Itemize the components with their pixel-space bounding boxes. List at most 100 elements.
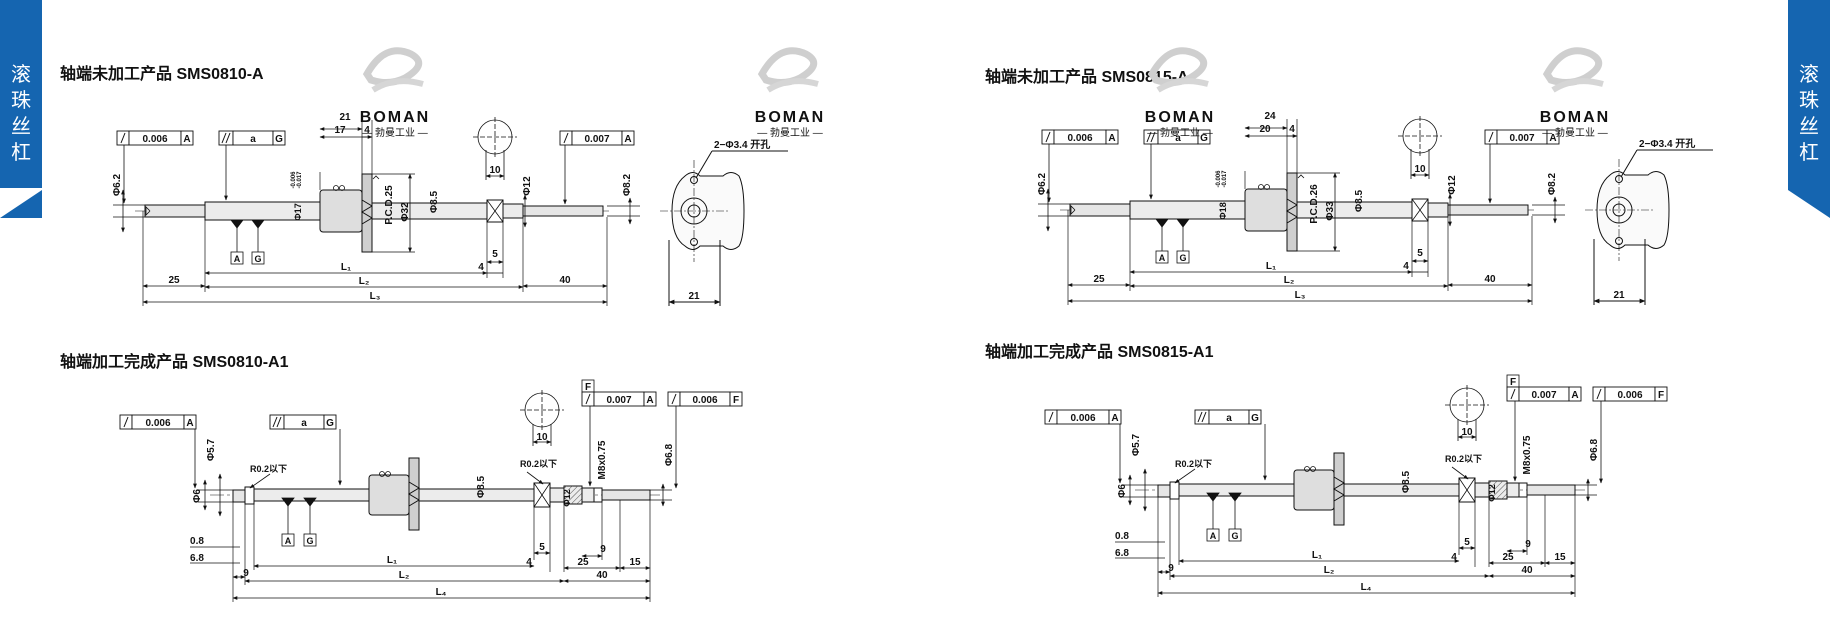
dim-label: 4 xyxy=(1403,261,1409,272)
dim-label: Φ32 xyxy=(400,202,411,222)
dim-label: 25 xyxy=(168,275,180,286)
dim-label: Φ33 xyxy=(1325,201,1336,221)
length-l2: L₂ xyxy=(399,570,410,581)
length-l2: L₂ xyxy=(359,276,370,287)
length-l1: L₁ xyxy=(1266,261,1276,272)
dim-label: Φ5.7 xyxy=(206,439,217,462)
dim-label: 4 xyxy=(1451,552,1457,563)
dim-label: Φ12 xyxy=(1487,484,1497,501)
dim-label: Φ6 xyxy=(1117,484,1128,498)
dim-label: 0.8 xyxy=(190,536,204,547)
dim-label: 9 xyxy=(243,568,249,579)
side-tab-label: 滚 珠 丝 杠 xyxy=(0,62,42,166)
heading-sms0810-a: 轴端未加工产品 SMS0810-A xyxy=(60,66,264,83)
fcf-value: 0.006 xyxy=(1070,413,1095,424)
watermark-brand: BOMAN xyxy=(1540,109,1610,126)
dim-label: R0.2以下 xyxy=(1175,459,1212,469)
datum-label: A xyxy=(1159,253,1166,263)
dim-label: 9 xyxy=(600,544,606,555)
drawing-sms0810-a1 xyxy=(120,380,742,602)
fcf-value: 0.006 xyxy=(142,134,167,145)
side-tab-char: 滚 xyxy=(11,64,31,86)
dim-label: R0.2以下 xyxy=(1445,454,1482,464)
datum-label: F xyxy=(585,382,591,393)
dim-label: Φ12 xyxy=(562,489,572,506)
dim-label: 9 xyxy=(1168,563,1174,574)
side-tab-char: 珠 xyxy=(11,90,31,112)
fcf-datum: G xyxy=(1200,133,1208,144)
heading-sms0815-a: 轴端未加工产品 SMS0815-A xyxy=(985,69,1189,86)
datum-label: G xyxy=(306,536,313,546)
fcf-datum: F xyxy=(1658,390,1664,401)
holes-note: 2−Φ3.4 开孔 xyxy=(1639,137,1695,150)
dim-label: Φ6 xyxy=(192,489,203,503)
fcf-datum: G xyxy=(326,418,334,429)
labels-sms0815-a: 0.006 A a G 0.007 A Φ6.2 24 20 4 -0.006 … xyxy=(1037,111,1695,301)
dim-label: 4 xyxy=(526,557,532,568)
dim-label: 5 xyxy=(492,249,498,260)
fcf-datum: G xyxy=(1251,413,1259,424)
dim-label: 5 xyxy=(1417,248,1423,259)
drawing-sms0815-a xyxy=(1038,116,1713,305)
dim-label: 40 xyxy=(559,275,571,286)
dim-label: 40 xyxy=(1484,274,1496,285)
fcf-value: 0.007 xyxy=(1509,133,1534,144)
dim-label: 0.8 xyxy=(1115,531,1129,542)
dim-label: 6.8 xyxy=(190,553,204,564)
side-tab-char: 丝 xyxy=(1799,116,1819,138)
dim-label: Φ6.2 xyxy=(112,174,123,197)
dim-label: R0.2以下 xyxy=(250,464,287,474)
dim-label: 10 xyxy=(1461,427,1473,438)
dim-label: 6.8 xyxy=(1115,548,1129,559)
tolerance-label: -0.006 xyxy=(1216,170,1222,188)
dim-label: P.C.D.25 xyxy=(384,185,395,225)
dim-label: 21 xyxy=(688,291,700,302)
dim-label: Φ12 xyxy=(1447,175,1458,195)
dim-label: Φ8.2 xyxy=(1547,173,1558,196)
dim-label: 40 xyxy=(596,570,608,581)
dim-label: 25 xyxy=(1093,274,1105,285)
side-tab-char: 丝 xyxy=(11,116,31,138)
dim-label: Φ8.5 xyxy=(1354,190,1365,213)
dim-label: 9 xyxy=(1525,539,1531,550)
datum-label: A xyxy=(234,254,241,264)
dim-label: R0.2以下 xyxy=(520,459,557,469)
watermark-sub: — 勃曼工业 — xyxy=(1542,126,1608,139)
watermark-logo: BOMAN — 勃曼工业 — xyxy=(755,51,823,139)
datum-label: A xyxy=(1210,531,1217,541)
watermark-logo: BOMAN — 勃曼工业 — xyxy=(1540,51,1610,139)
length-l4: L₄ xyxy=(1361,582,1372,593)
watermark-sub: — 勃曼工业 — xyxy=(757,126,823,139)
tab-corner xyxy=(0,188,42,218)
datum-label: A xyxy=(285,536,292,546)
dim-label: P.C.D.26 xyxy=(1309,184,1320,224)
fcf-value: 0.007 xyxy=(1531,390,1556,401)
dim-label: M8x0.75 xyxy=(1522,435,1533,474)
dim-label: 5 xyxy=(1464,537,1470,548)
tolerance-label: -0.017 xyxy=(297,171,303,189)
fcf-datum: F xyxy=(733,395,739,406)
fcf-datum: A xyxy=(186,418,193,429)
fcf-datum: A xyxy=(183,134,190,145)
watermark-brand: BOMAN xyxy=(360,109,430,126)
watermark-sub: — 勃曼工业 — xyxy=(1147,126,1213,139)
dim-label: M8x0.75 xyxy=(597,440,608,479)
tolerance-label: -0.017 xyxy=(1222,170,1228,188)
dim-label: 25 xyxy=(1502,552,1514,563)
side-tab-char: 珠 xyxy=(1799,90,1819,112)
watermark-sub: — 勃曼工业 — xyxy=(362,126,428,139)
dim-label: 24 xyxy=(1264,111,1276,122)
dim-label: 20 xyxy=(1259,124,1271,135)
labels-sms0815-a1: 0.006 A a G 0.007 A F 0.006 F Φ6 Φ5.7 R0… xyxy=(1070,377,1664,593)
length-l4: L₄ xyxy=(436,587,447,598)
watermark-logo: BOMAN — 勃曼工业 — xyxy=(1145,51,1213,139)
side-tab-ball-screw-right: 滚 珠 丝 杠 xyxy=(1788,0,1830,218)
fcf-value: a xyxy=(250,134,256,145)
dim-label: Φ8.2 xyxy=(622,174,633,197)
fcf-value: a xyxy=(301,418,307,429)
heading-sms0810-a1: 轴端加工完成产品 SMS0810-A1 xyxy=(60,354,289,371)
dim-label: 21 xyxy=(1613,290,1625,301)
dim-label: Φ8.5 xyxy=(429,191,440,214)
labels-sms0810-a1: 0.006 A a G 0.007 A F 0.006 F Φ6 Φ5.7 R0… xyxy=(145,382,739,598)
